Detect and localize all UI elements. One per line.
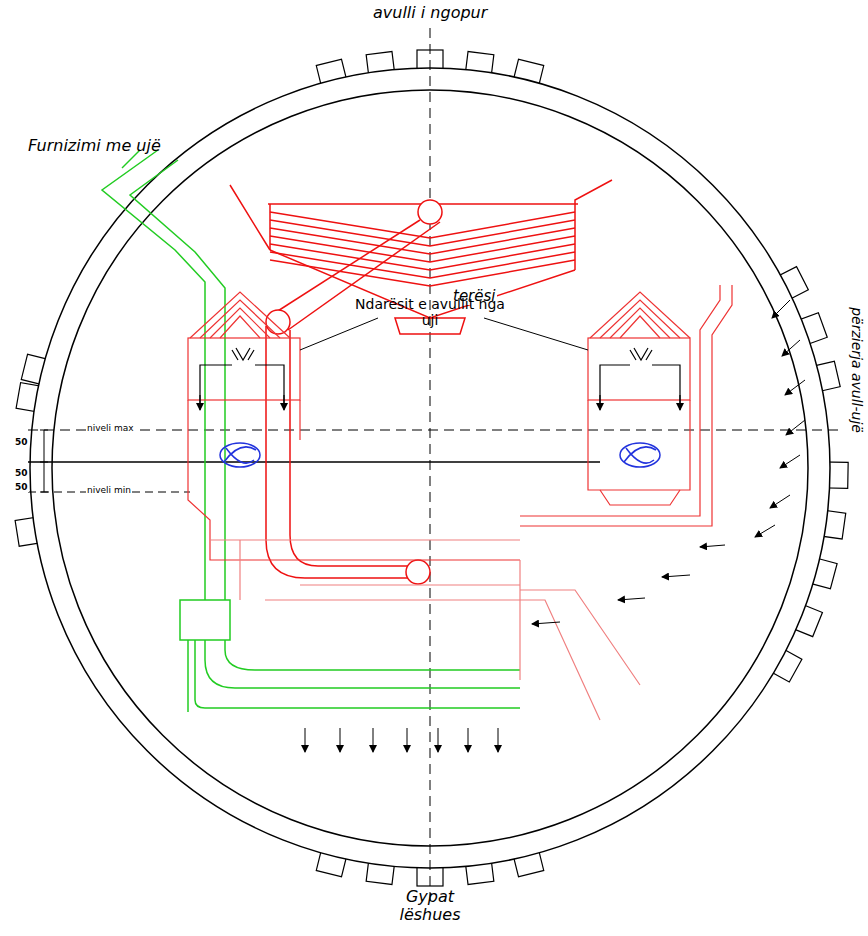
leader-lines: [300, 318, 588, 350]
right-separator-flow: [600, 348, 680, 410]
outlet-label: avulli i ngopur: [373, 4, 487, 22]
dimension-label: 50: [14, 437, 29, 447]
left-swirl: [220, 443, 260, 467]
steam-dryer: [230, 180, 612, 584]
level-label: niveli min: [86, 485, 132, 495]
level-label: niveli max: [86, 423, 135, 433]
left-separator-flow: [200, 348, 284, 410]
right-separator: [520, 285, 732, 526]
left-separator: [188, 292, 520, 560]
callout-label: Ndarësit e avullit nga uji: [355, 296, 505, 328]
distribution-arrows: [305, 728, 498, 752]
right-swirl: [620, 443, 660, 467]
dimension-ticks: [40, 430, 48, 492]
riser-pipes: [240, 540, 640, 720]
axis-line: [430, 28, 431, 900]
outlet-label: Gypat lëshues: [385, 888, 475, 925]
dimension-label: 50: [14, 482, 29, 492]
nozzles: [15, 50, 848, 886]
mixture-arrows: [532, 300, 805, 624]
normal-level-line: [28, 461, 600, 463]
dimension-label: 50: [14, 468, 29, 478]
inlet-label: Furnizimi me ujë: [28, 137, 161, 155]
max-level-line: [28, 430, 838, 431]
inlet-label: përzierja avull-ujë: [849, 307, 865, 433]
